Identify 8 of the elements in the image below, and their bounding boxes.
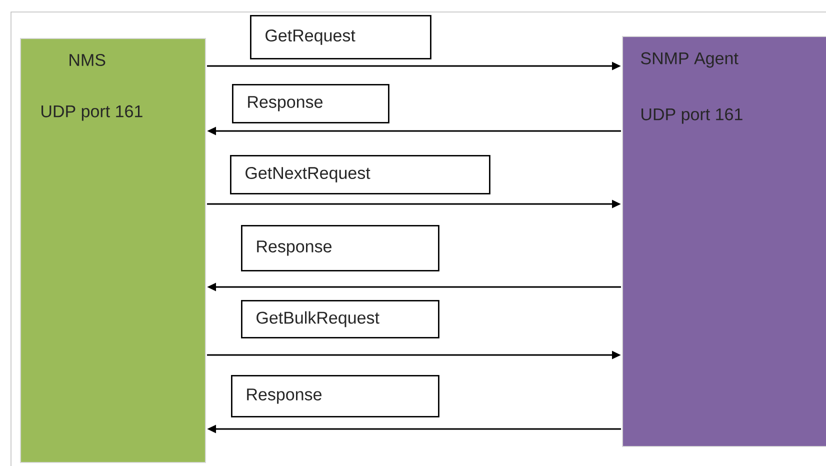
edge-label: GetRequest bbox=[250, 15, 432, 60]
nms-box: NMS UDP port 161 bbox=[20, 38, 206, 463]
edge-label: Response bbox=[231, 375, 440, 418]
agent-box: SNMP Agent UDP port 161 bbox=[622, 36, 826, 447]
edge-label: GetNextRequest bbox=[230, 155, 490, 194]
edge-label: Response bbox=[241, 225, 440, 272]
edge-label: Response bbox=[232, 84, 390, 124]
edge-label: GetBulkRequest bbox=[241, 300, 440, 338]
